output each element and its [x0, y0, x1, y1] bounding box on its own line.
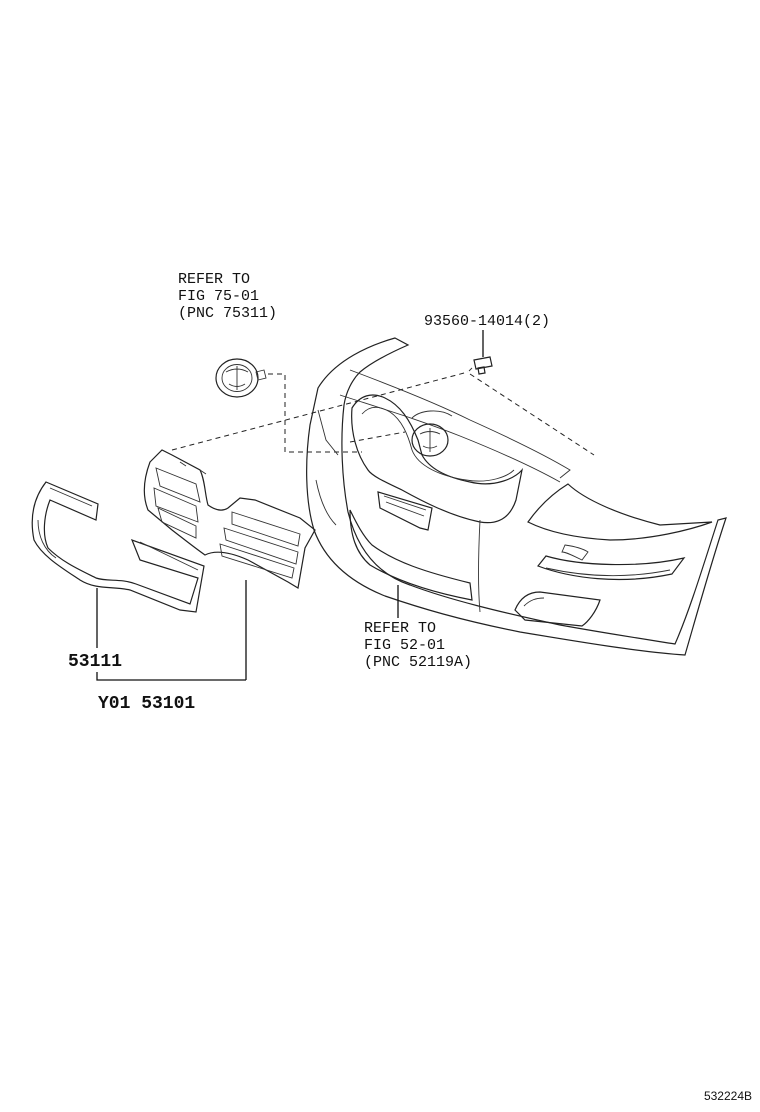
clip-part-number: 93560-14014(2)	[424, 313, 550, 330]
bumper-ref-line-3: (PNC 52119A)	[364, 654, 472, 671]
molding-part-number: 53111	[68, 652, 122, 672]
bumper-ref-line-1: REFER TO	[364, 620, 436, 637]
emblem-drawing	[215, 358, 267, 398]
figure-id: 532224B	[704, 1089, 752, 1103]
clip-drawing	[468, 356, 493, 375]
assembly-dashed-lines	[171, 371, 595, 456]
grille-molding-drawing	[31, 481, 205, 613]
emblem-ref-line-2: FIG 75-01	[178, 288, 259, 305]
radiator-grille-drawing	[143, 449, 316, 589]
emblem-ref-line-1: REFER TO	[178, 271, 250, 288]
front-bumper-drawing	[306, 337, 727, 656]
bumper-ref-line-2: FIG 52-01	[364, 637, 445, 654]
emblem-ref-line-3: (PNC 75311)	[178, 305, 277, 322]
grille-part-number: Y01 53101	[98, 694, 195, 714]
part-leader-lines	[96, 580, 399, 681]
